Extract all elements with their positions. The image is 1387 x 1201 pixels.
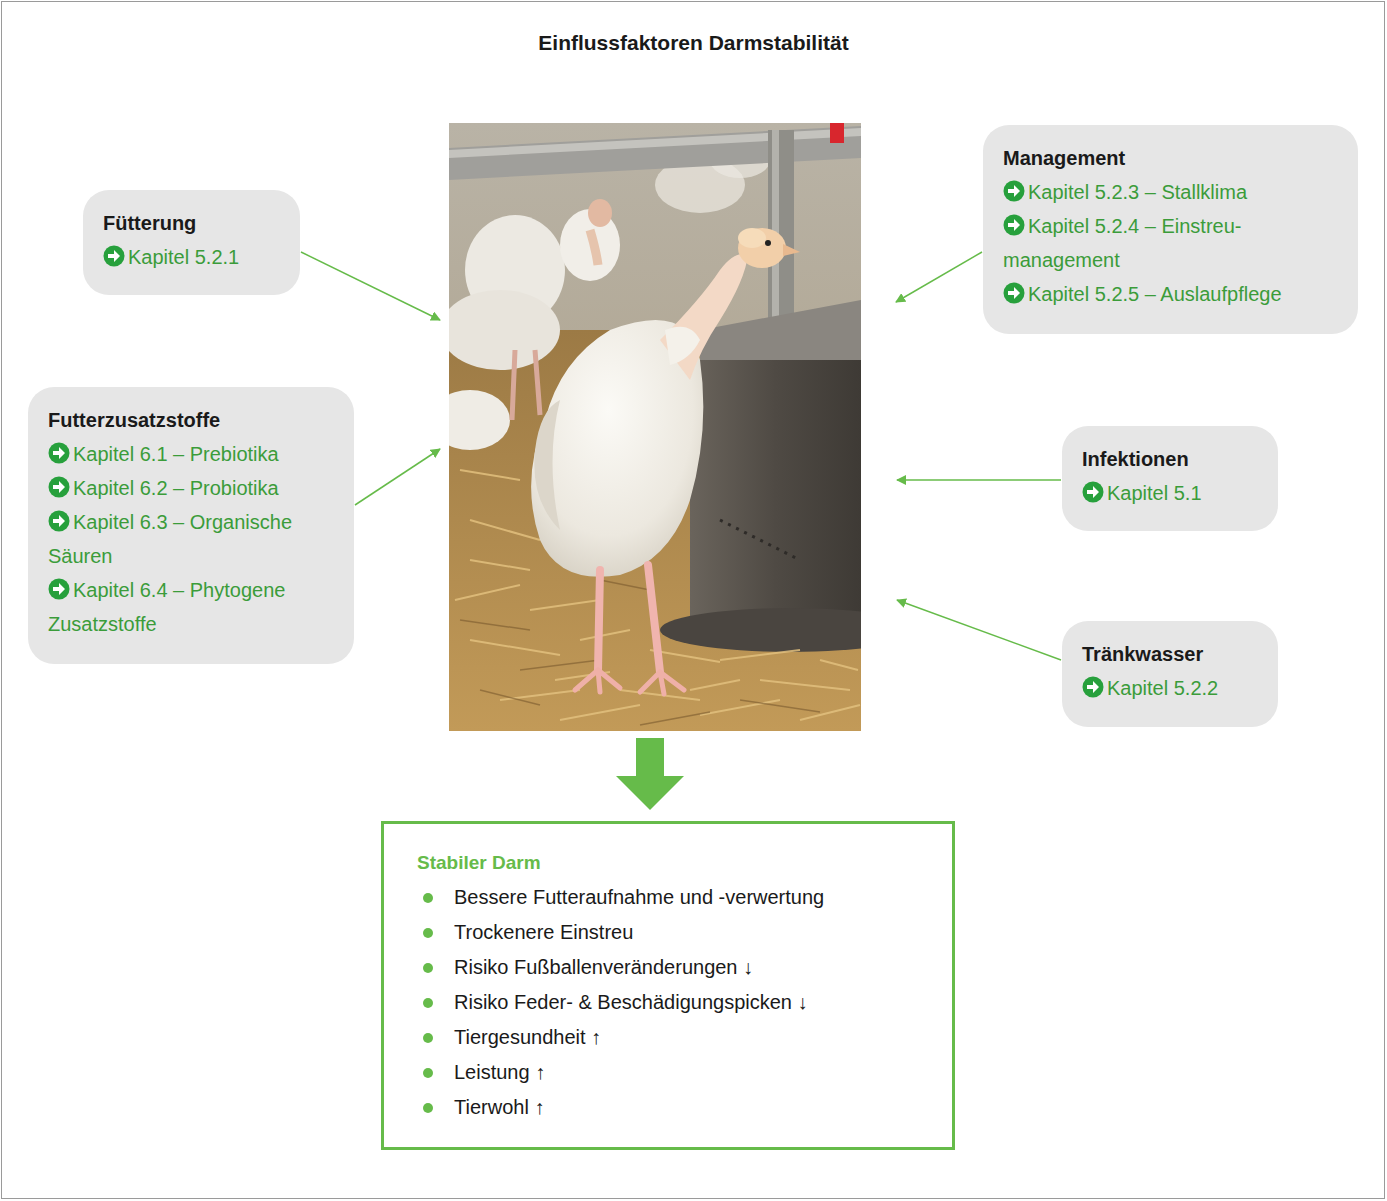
box-heading: Tränkwasser <box>1082 643 1203 665</box>
chapter-link-row: Kapitel 5.2.4 – Einstreu- management <box>1003 209 1346 277</box>
link-icon <box>1082 676 1104 698</box>
box-heading-row: Futterzusatzstoffe <box>48 403 342 437</box>
bullet-row: Risiko Feder- & Beschädigungspicken ↓ <box>417 985 928 1020</box>
bullet-dot <box>423 928 433 938</box>
chapter-link: Kapitel 5.2.2 <box>1107 677 1218 699</box>
bullet-dot <box>423 963 433 973</box>
box-heading-row: Infektionen <box>1082 442 1266 476</box>
box-heading-row: Tränkwasser <box>1082 637 1266 671</box>
benefit-item: Tiergesundheit ↑ <box>454 1026 601 1048</box>
chapter-link: Kapitel 5.2.4 – Einstreu- management <box>1003 215 1241 271</box>
chapter-link: Kapitel 5.1 <box>1107 482 1202 504</box>
chapter-link-row: Kapitel 5.2.2 <box>1082 671 1266 705</box>
bullet-row: Risiko Fußballenveränderungen ↓ <box>417 950 928 985</box>
bullet-dot <box>423 893 433 903</box>
chapter-link: Kapitel 6.2 – Probiotika <box>73 477 279 499</box>
chapter-link-row: Kapitel 6.4 – Phytogene Zusatzstoffe <box>48 573 342 641</box>
box-heading: Infektionen <box>1082 448 1189 470</box>
link-icon <box>103 245 125 267</box>
chapter-link-row: Kapitel 5.2.3 – Stallklima <box>1003 175 1346 209</box>
chapter-link: Kapitel 6.4 – Phytogene Zusatzstoffe <box>48 579 285 635</box>
box-heading: Fütterung <box>103 212 196 234</box>
leader-arrow <box>897 479 1061 481</box>
chapter-link-row: Kapitel 5.2.1 <box>103 240 288 274</box>
leader-arrow <box>301 252 440 320</box>
box-heading: Futterzusatzstoffe <box>48 409 220 431</box>
chapter-link-row: Kapitel 6.3 – Organische Säuren <box>48 505 342 573</box>
chapter-link: Kapitel 6.1 – Prebiotika <box>73 443 279 465</box>
bullet-row: Trockenere Einstreu <box>417 915 928 950</box>
box-heading-row: Stabiler Darm <box>417 846 928 880</box>
result-arrow <box>616 738 684 810</box>
link-icon <box>1082 481 1104 503</box>
chapter-link: Kapitel 6.3 – Organische Säuren <box>48 511 292 567</box>
chapter-link-row: Kapitel 5.1 <box>1082 476 1266 510</box>
benefit-item: Tierwohl ↑ <box>454 1096 544 1118</box>
bullet-dot <box>423 998 433 1008</box>
link-icon <box>48 476 70 498</box>
bullet-dot <box>423 1068 433 1078</box>
bullet-row: Leistung ↑ <box>417 1055 928 1090</box>
link-icon <box>1003 214 1025 236</box>
link-icon <box>1003 282 1025 304</box>
benefit-item: Risiko Feder- & Beschädigungspicken ↓ <box>454 991 808 1013</box>
result-box: Stabiler DarmBessere Futteraufnahme und … <box>381 821 955 1150</box>
benefit-item: Trockenere Einstreu <box>454 921 633 943</box>
chapter-link-row: Kapitel 6.2 – Probiotika <box>48 471 342 505</box>
bullet-dot <box>423 1033 433 1043</box>
factor-box: FutterzusatzstoffeKapitel 6.1 – Prebioti… <box>28 387 354 664</box>
chapter-link: Kapitel 5.2.1 <box>128 246 239 268</box>
chapter-link-row: Kapitel 6.1 – Prebiotika <box>48 437 342 471</box>
benefit-item: Bessere Futteraufnahme und -verwertung <box>454 886 824 908</box>
link-icon <box>48 510 70 532</box>
bullet-row: Tierwohl ↑ <box>417 1090 928 1125</box>
factor-box: TränkwasserKapitel 5.2.2 <box>1062 621 1278 727</box>
box-heading: Stabiler Darm <box>417 852 541 873</box>
bullet-row: Tiergesundheit ↑ <box>417 1020 928 1055</box>
diagram-title: Einflussfaktoren Darmstabilität <box>0 28 1387 58</box>
leader-arrow <box>355 449 440 505</box>
link-icon <box>48 578 70 600</box>
leader-arrow <box>897 600 1061 660</box>
chapter-link-row: Kapitel 5.2.5 – Auslaufpflege <box>1003 277 1346 311</box>
box-heading-row: Fütterung <box>103 206 288 240</box>
chapter-link: Kapitel 5.2.5 – Auslaufpflege <box>1028 283 1282 305</box>
benefit-item: Risiko Fußballenveränderungen ↓ <box>454 956 753 978</box>
bullet-row: Bessere Futteraufnahme und -verwertung <box>417 880 928 915</box>
leader-arrow <box>896 252 982 302</box>
chapter-link: Kapitel 5.2.3 – Stallklima <box>1028 181 1247 203</box>
box-heading: Management <box>1003 147 1125 169</box>
factor-box: InfektionenKapitel 5.1 <box>1062 426 1278 531</box>
bullet-dot <box>423 1103 433 1113</box>
factor-box: FütterungKapitel 5.2.1 <box>83 190 300 295</box>
box-heading-row: Management <box>1003 141 1346 175</box>
link-icon <box>1003 180 1025 202</box>
factor-box: ManagementKapitel 5.2.3 – StallklimaKapi… <box>983 125 1358 334</box>
benefit-item: Leistung ↑ <box>454 1061 545 1083</box>
link-icon <box>48 442 70 464</box>
title-text: Einflussfaktoren Darmstabilität <box>538 31 848 54</box>
